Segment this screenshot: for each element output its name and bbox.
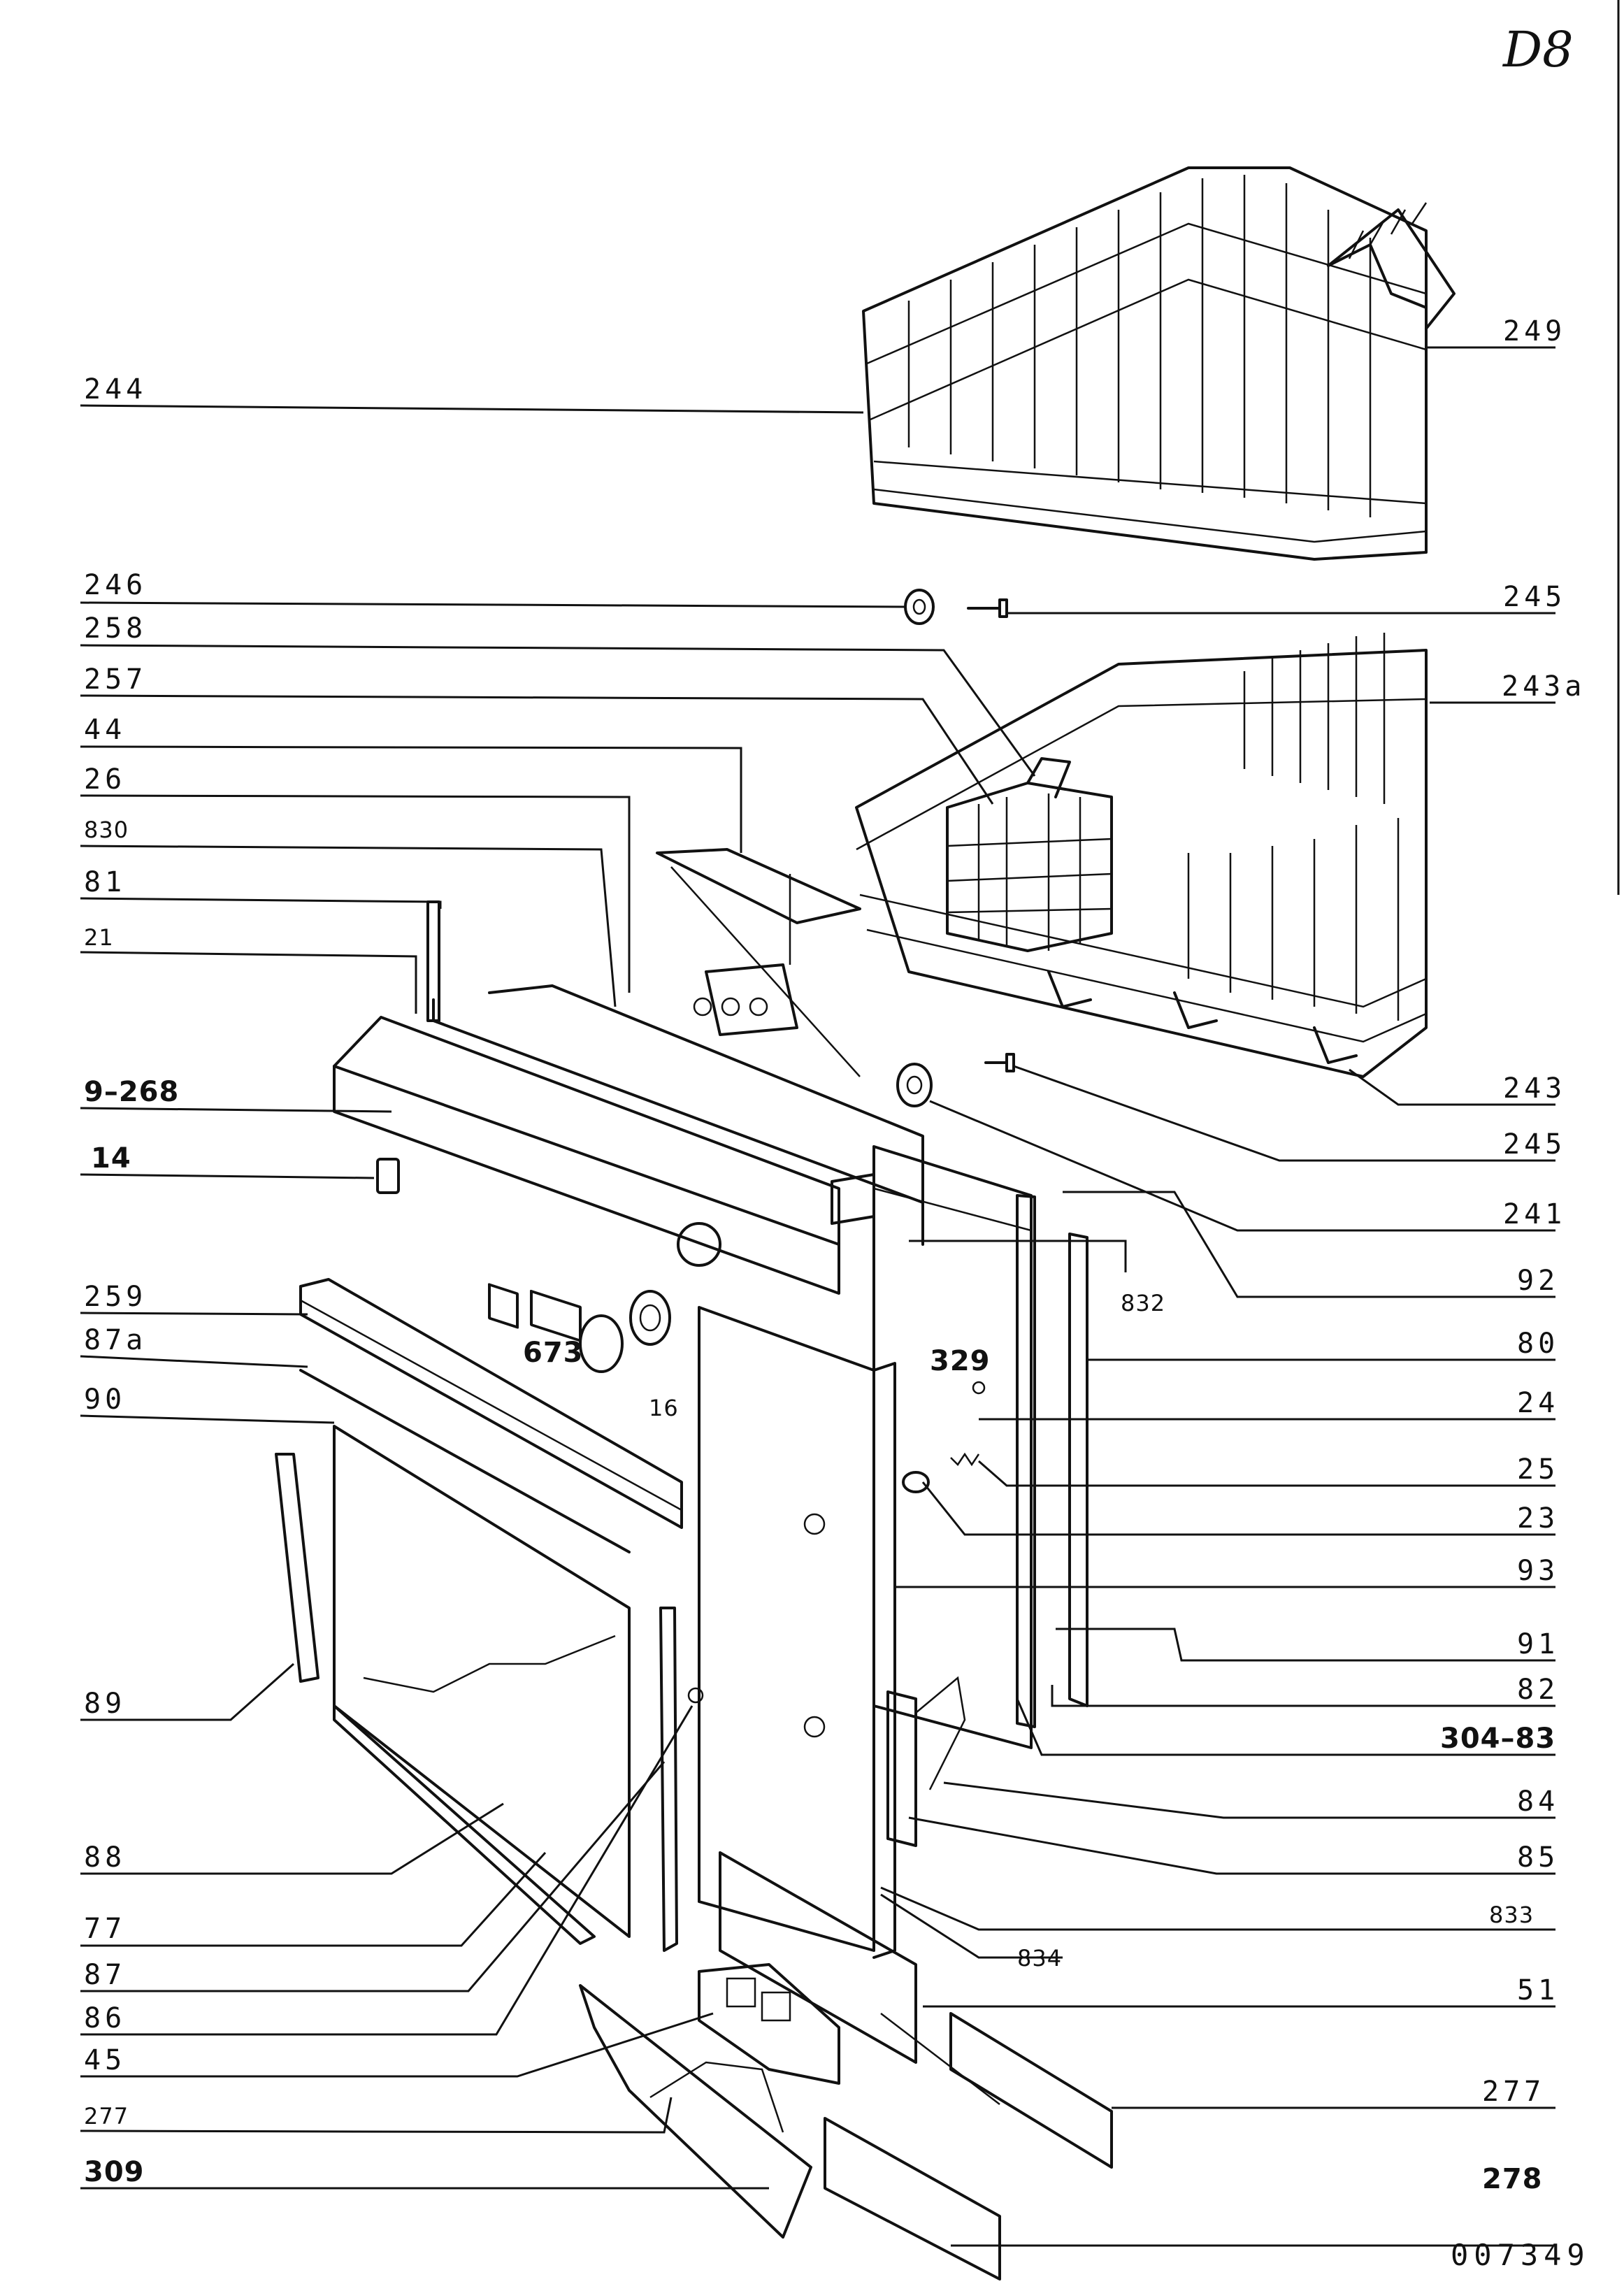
callout-92: 92 <box>1517 1265 1559 1297</box>
control-module-45 <box>698 1963 840 2085</box>
door-panel-93 <box>698 1306 896 1959</box>
leader-lines-right <box>880 346 1555 2247</box>
callout-89: 89 <box>84 1688 126 1720</box>
edge-strip-77-87 <box>659 1607 704 1952</box>
callout-309: 309 <box>84 2156 145 2188</box>
callout-81: 81 <box>84 866 126 898</box>
callout-832: 832 <box>1121 1290 1165 1316</box>
callout-329: 329 <box>930 1345 991 1377</box>
callout-9-268: 9–268 <box>84 1076 179 1108</box>
callout-244: 244 <box>84 373 147 405</box>
axle-245-top <box>967 598 1008 618</box>
callout-16: 16 <box>649 1395 679 1421</box>
wheel-241 <box>896 1063 933 1107</box>
callout-84: 84 <box>1517 1786 1559 1818</box>
callout-21: 21 <box>84 924 114 951</box>
callout-243: 243 <box>1503 1072 1566 1105</box>
callout-88: 88 <box>84 1841 126 1874</box>
kick-plate-277-right <box>949 2012 1113 2169</box>
callout-90: 90 <box>84 1384 126 1416</box>
axle-245-mid <box>984 1053 1015 1072</box>
callout-25: 25 <box>1517 1453 1559 1486</box>
callout-259: 259 <box>84 1281 147 1313</box>
bracket-832 <box>831 1173 875 1225</box>
callout-87a: 87a <box>84 1324 147 1356</box>
callout-87: 87 <box>84 1959 126 1991</box>
callout-45: 45 <box>84 2044 126 2076</box>
callout-834: 834 <box>1017 1945 1062 1971</box>
callout-85: 85 <box>1517 1841 1559 1874</box>
kick-plate-278 <box>824 2013 1001 2281</box>
control-panel-9-268 <box>333 1016 840 1342</box>
callout-91: 91 <box>1517 1628 1559 1660</box>
leader-lines <box>80 404 1036 2190</box>
callout-673: 673 <box>523 1337 584 1369</box>
callout-44: 44 <box>84 714 126 746</box>
callout-277-left: 277 <box>84 2103 129 2129</box>
callout-26: 26 <box>84 763 126 796</box>
document-number: 007349 <box>1451 2238 1590 2272</box>
callout-86: 86 <box>84 2002 126 2034</box>
callout-833: 833 <box>1489 1902 1534 1928</box>
callout-24: 24 <box>1517 1387 1559 1419</box>
outer-panel-88 <box>333 1425 631 1938</box>
top-bar-259 <box>299 1278 683 1529</box>
callout-82: 82 <box>1517 1674 1559 1706</box>
callout-245-top: 245 <box>1503 581 1566 613</box>
panel-frame-830 <box>432 984 924 1246</box>
page-code: D8 <box>1502 21 1574 78</box>
knob-673-16 <box>579 1290 671 1373</box>
hook-23 <box>902 1471 930 1493</box>
bottom-trim-51 <box>719 1851 917 2064</box>
upper-basket-244 <box>862 166 1428 561</box>
hinge-assembly-44 <box>656 848 861 1077</box>
callout-246: 246 <box>84 569 147 601</box>
callout-241: 241 <box>1503 1198 1566 1230</box>
bottom-strip-86 <box>333 1704 596 1945</box>
basket-handle-258 <box>1026 757 1071 798</box>
cover-277-left-309 <box>579 1984 812 2239</box>
callout-14: 14 <box>91 1142 131 1175</box>
callout-51: 51 <box>1517 1974 1559 2006</box>
lower-basket-243 <box>855 633 1428 1078</box>
spring-25 <box>950 1452 980 1467</box>
callout-245-mid: 245 <box>1503 1128 1566 1161</box>
callout-830: 830 <box>84 817 129 843</box>
edge-strip-89 <box>275 1453 319 1683</box>
wheel-246 <box>904 589 935 625</box>
callout-258: 258 <box>84 612 147 645</box>
callout-249: 249 <box>1503 315 1566 347</box>
cutlery-basket-257 <box>946 782 1113 952</box>
cup-rack-249 <box>1327 202 1456 330</box>
callout-278: 278 <box>1482 2163 1543 2195</box>
inner-door-80 <box>872 1145 1033 1749</box>
callout-277-right: 277 <box>1482 2076 1545 2108</box>
callout-23: 23 <box>1517 1502 1559 1535</box>
strip-87a <box>299 1369 631 1553</box>
callout-93: 93 <box>1517 1555 1559 1587</box>
screw-329 <box>972 1381 986 1395</box>
callout-304-83: 304–83 <box>1440 1723 1555 1755</box>
callout-77: 77 <box>84 1913 126 1945</box>
callout-80: 80 <box>1517 1328 1559 1360</box>
callout-243a: 243a <box>1502 670 1586 703</box>
callout-257: 257 <box>84 663 147 696</box>
door-lock-84 <box>886 1676 966 1847</box>
side-trim-92 <box>1016 1194 1088 1728</box>
switch-14 <box>376 1158 400 1194</box>
